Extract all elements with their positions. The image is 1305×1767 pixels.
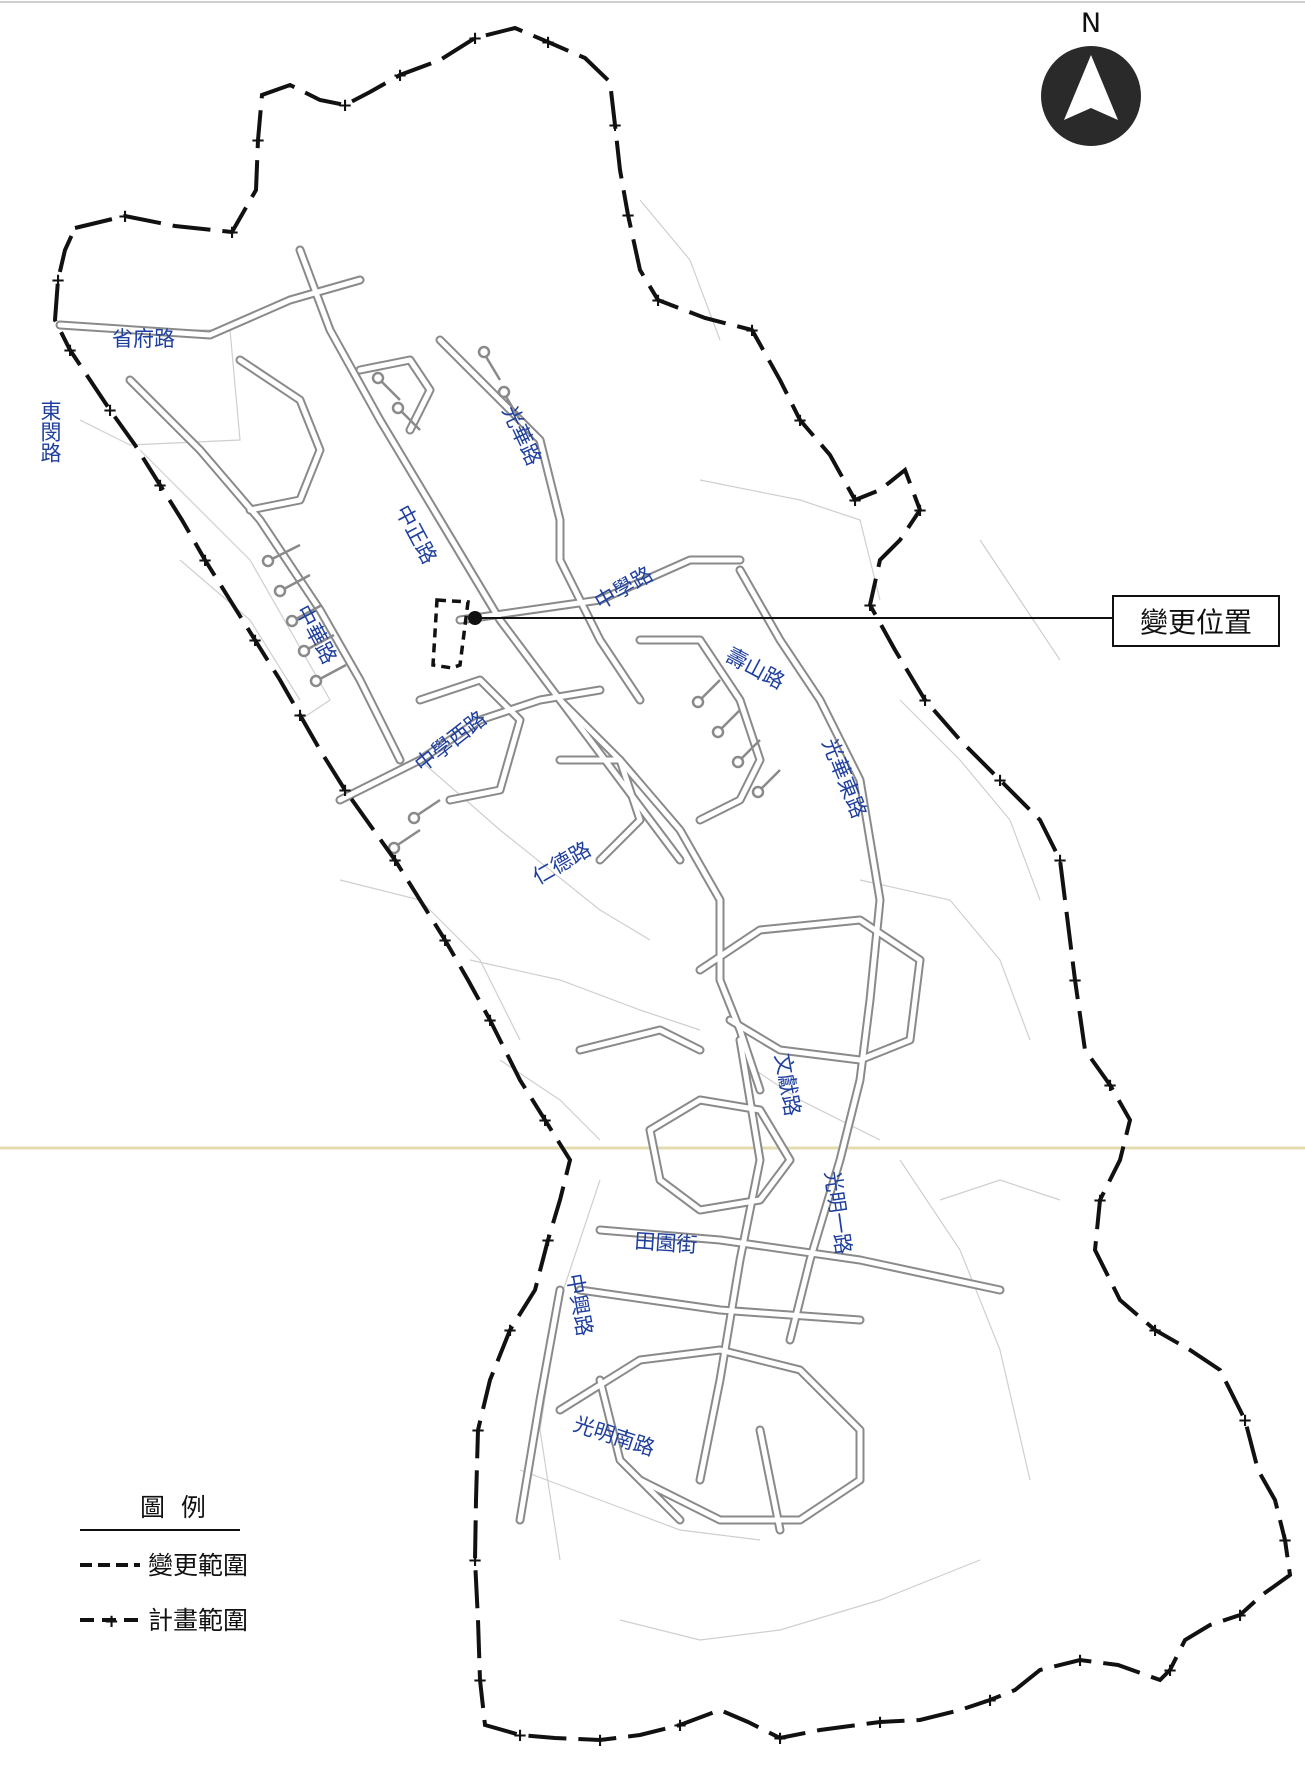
svg-text:+: + [1102,1075,1117,1096]
road-label-donggeng: 東閔路 [38,400,62,463]
svg-text:+: + [1067,970,1082,991]
svg-text:+: + [847,490,862,511]
svg-text:+: + [62,340,77,361]
svg-text:+: + [744,320,759,341]
svg-text:+: + [912,500,927,521]
svg-text:+: + [540,1230,555,1251]
svg-text:+: + [392,65,407,86]
svg-text:+: + [337,780,352,801]
svg-text:+: + [1052,850,1067,871]
svg-text:+: + [472,1670,487,1691]
svg-text:+: + [467,1550,482,1571]
north-arrow: N [1041,8,1141,146]
svg-text:+: + [102,400,117,421]
svg-text:+: + [1147,1320,1162,1341]
svg-text:+: + [607,115,622,136]
legend-label-planning-area: 計畫範圍 [148,1606,248,1635]
svg-text:+: + [772,1728,787,1749]
svg-text:+: + [917,690,932,711]
svg-text:+: + [152,475,167,496]
svg-text:+: + [1092,1190,1107,1211]
svg-text:+: + [117,206,132,227]
road-label-shengfu: 省府路 [112,327,175,351]
svg-text:+: + [502,1320,517,1341]
svg-text:+: + [620,205,635,226]
cul-de-sacs [261,345,781,855]
planning-boundary [52,25,1293,1743]
svg-text:+: + [672,1715,687,1736]
svg-text:+: + [197,550,212,571]
svg-text:+: + [104,1611,119,1632]
callout-label: 變更位置 [1140,606,1252,639]
change-area-outline [431,598,470,670]
north-label: N [1081,8,1101,39]
svg-text:+: + [862,595,877,616]
callout-box [1112,595,1280,647]
svg-text:+: + [50,270,65,291]
svg-text:+: + [437,930,452,951]
svg-text:+: + [537,1110,552,1131]
svg-text:+: + [337,95,352,116]
svg-text:+: + [1162,1660,1177,1681]
svg-text:+: + [470,1420,485,1441]
svg-text:+: + [467,28,482,49]
svg-text:+: + [792,410,807,431]
svg-text:+: + [482,1010,497,1031]
svg-text:+: + [540,32,555,53]
svg-text:+: + [512,1725,527,1746]
svg-text:+: + [1237,1410,1252,1431]
svg-text:+: + [872,1712,887,1733]
svg-text:+: + [992,770,1007,791]
svg-text:+: + [1072,1650,1087,1671]
svg-text:+: + [224,222,239,243]
svg-text:+: + [1277,1530,1292,1551]
svg-text:+: + [1232,1605,1247,1626]
legend: 圖 例 變更範圍 + 計畫範圍 [80,1493,248,1635]
north-arrow-icon [1064,55,1118,120]
boundary-plus-marks: +++ +++ +++ +++ +++ +++ +++ +++ +++ +++ … [50,28,1292,1751]
svg-text:+: + [650,290,665,311]
legend-title: 圖 例 [140,1493,206,1522]
svg-text:+: + [250,130,265,151]
legend-label-change-area: 變更範圍 [148,1551,248,1580]
road-label-tianyuan: 田園街 [634,1229,699,1257]
svg-text:+: + [292,705,307,726]
svg-text:東閔路: 東閔路 [38,400,62,463]
svg-text:+: + [982,1690,997,1711]
svg-text:+: + [247,630,262,651]
svg-text:+: + [592,1730,607,1751]
svg-text:+: + [387,850,402,871]
